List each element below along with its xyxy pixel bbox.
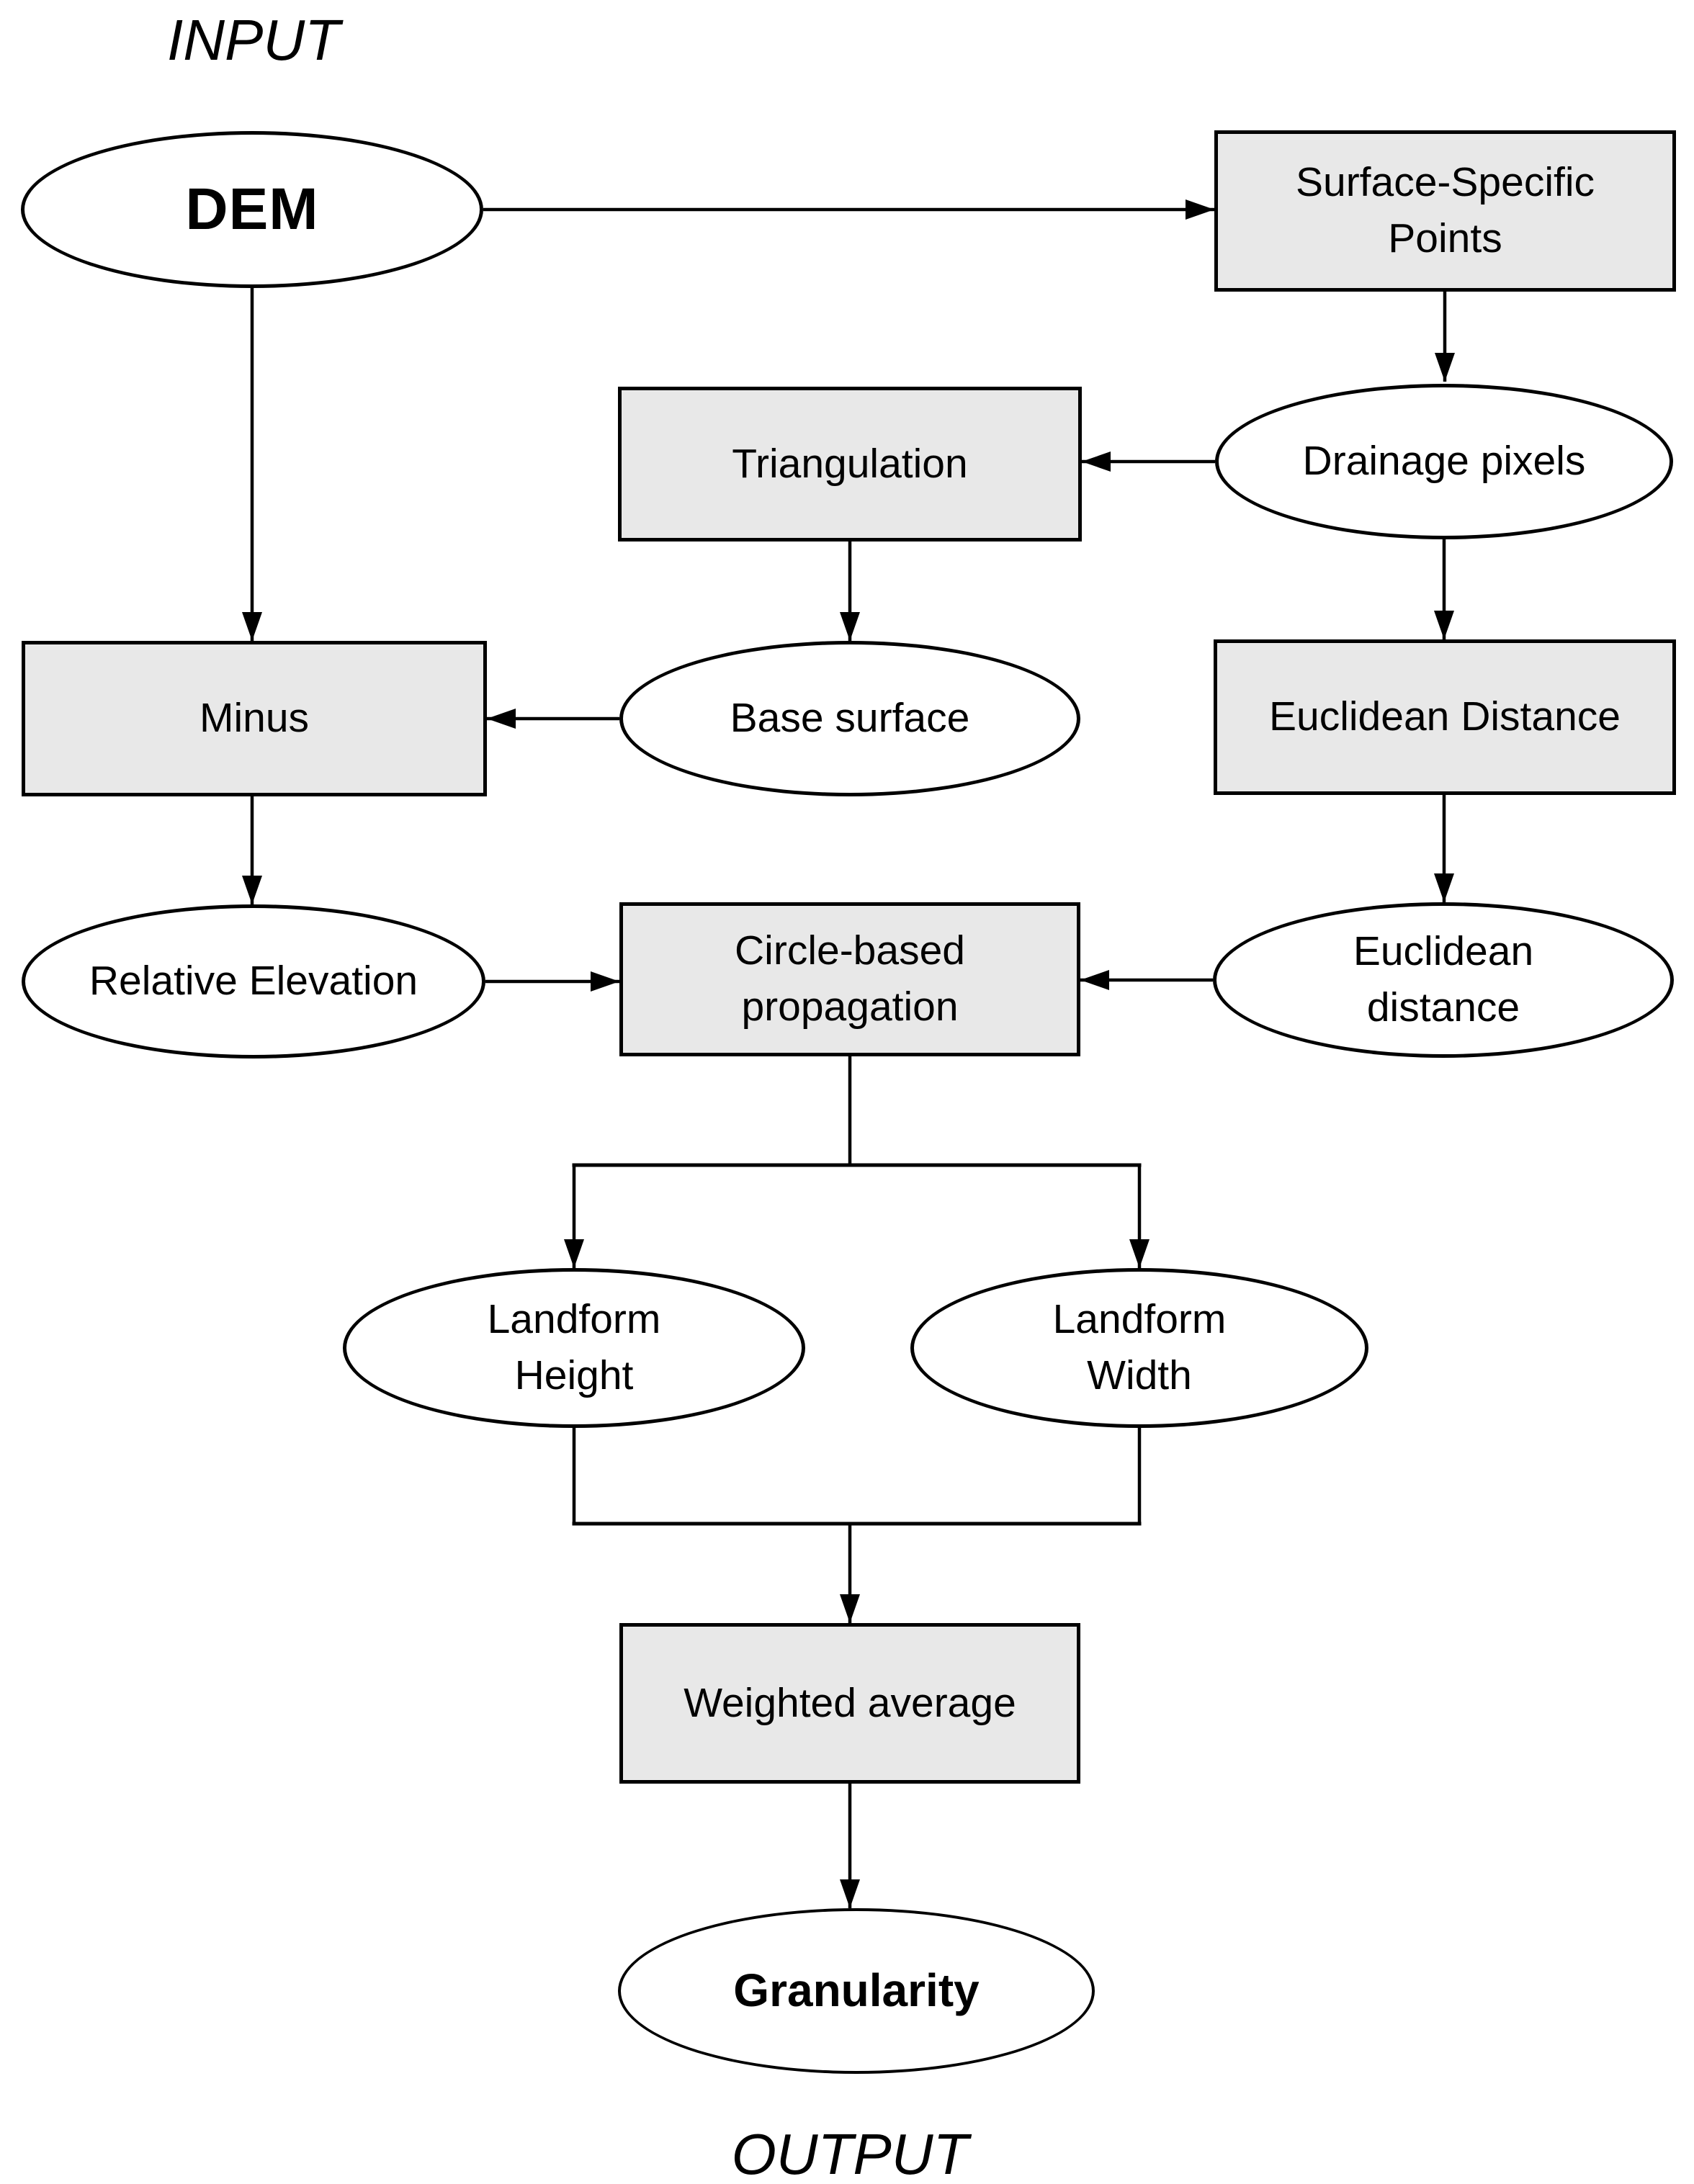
- node-relative-elevation: Relative Elevation: [22, 904, 485, 1059]
- output-section-label: OUTPUT: [731, 2122, 969, 2184]
- node-dem-label: DEM: [185, 176, 319, 243]
- node-base-surface: Base surface: [619, 641, 1080, 796]
- node-granularity-label: Granularity: [733, 1964, 980, 2017]
- node-euclidean-distance-process-label: Euclidean Distance: [1269, 693, 1621, 740]
- node-triangulation: Triangulation: [618, 387, 1082, 541]
- node-granularity: Granularity: [618, 1908, 1095, 2074]
- node-euclidean-distance-process: Euclidean Distance: [1214, 639, 1676, 795]
- node-surface-specific-points-label: Surface-Specific Points: [1295, 159, 1595, 261]
- node-drainage-pixels: Drainage pixels: [1215, 384, 1673, 539]
- node-minus-label: Minus: [199, 695, 310, 742]
- node-base-surface-label: Base surface: [730, 695, 970, 742]
- node-circle-based-propagation-label: Circle-based propagation: [735, 927, 965, 1030]
- node-dem: DEM: [21, 131, 483, 288]
- node-landform-width-label: Landform Width: [1052, 1296, 1227, 1398]
- node-triangulation-label: Triangulation: [732, 440, 968, 487]
- node-weighted-average: Weighted average: [619, 1623, 1080, 1784]
- node-circle-based-propagation: Circle-based propagation: [619, 902, 1080, 1056]
- node-surface-specific-points: Surface-Specific Points: [1214, 130, 1676, 292]
- node-minus: Minus: [22, 641, 487, 796]
- node-euclidean-distance-data: Euclidean distance: [1213, 902, 1674, 1058]
- node-euclidean-distance-data-label: Euclidean distance: [1353, 928, 1534, 1030]
- input-section-label: INPUT: [167, 8, 340, 72]
- node-weighted-average-label: Weighted average: [684, 1679, 1016, 1726]
- node-drainage-pixels-label: Drainage pixels: [1302, 438, 1586, 485]
- node-landform-width: Landform Width: [910, 1268, 1368, 1428]
- node-relative-elevation-label: Relative Elevation: [89, 958, 418, 1005]
- node-landform-height: Landform Height: [343, 1268, 805, 1428]
- node-landform-height-label: Landform Height: [487, 1296, 661, 1398]
